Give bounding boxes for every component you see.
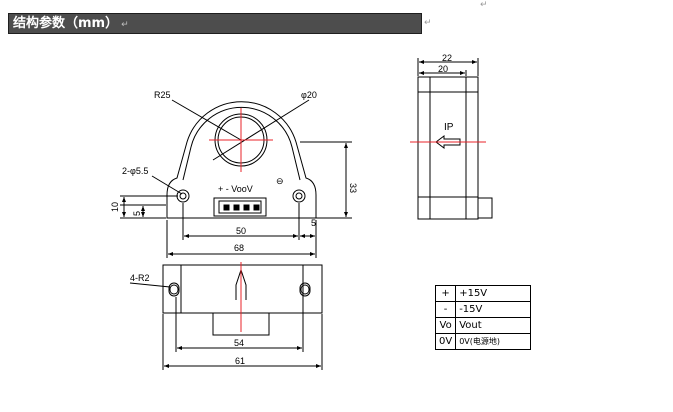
outer-radius-label: R25 <box>154 90 171 100</box>
pin-symbol: 0V <box>434 333 457 350</box>
slot-label: 4-R2 <box>130 273 150 283</box>
side-width-outer: 22 <box>442 53 452 63</box>
dim-slot-spacing: 54 <box>234 338 244 348</box>
dim-hole-spacing: 50 <box>236 226 246 236</box>
pin-symbol: Vo <box>434 317 457 334</box>
paragraph-mark: ↵ <box>424 18 432 28</box>
pin-table: + +15V - -15V Vo Vout 0V 0V(电源地) <box>434 285 532 350</box>
side-width-inner: 20 <box>438 64 448 74</box>
pin-symbol: - <box>434 301 457 318</box>
mount-hole-label: 2-φ5.5 <box>122 166 148 176</box>
pin-function: 0V(电源地) <box>455 333 532 350</box>
ground-symbol: ⊖ <box>276 176 284 186</box>
pin-function: Vout <box>455 317 532 334</box>
table-row: Vo Vout <box>434 317 532 334</box>
table-row: + +15V <box>434 285 532 302</box>
paragraph-mark: ↵ <box>121 20 129 30</box>
dim-width: 68 <box>234 243 244 253</box>
dim-hole-height: 10 <box>110 202 120 212</box>
dim-edge-offset: 5 <box>311 218 316 228</box>
pin-function: +15V <box>455 285 532 302</box>
current-label: IP <box>444 122 454 133</box>
terminal-label: + - VooV <box>218 184 253 194</box>
bottom-view <box>129 264 323 370</box>
dim-bottom-width: 61 <box>235 356 245 366</box>
table-row: 0V 0V(电源地) <box>434 333 532 350</box>
dim-height: 33 <box>348 183 358 193</box>
paragraph-mark: ↵ <box>480 0 488 10</box>
side-view <box>417 58 493 220</box>
pin-function: -15V <box>455 301 532 318</box>
table-row: - -15V <box>434 301 532 318</box>
pin-symbol: + <box>434 285 457 302</box>
dim-base-height: 5 <box>132 211 142 216</box>
hole-diameter-label: φ20 <box>301 90 317 100</box>
section-title: 结构参数（mm） <box>13 16 119 31</box>
section-title-bar: 结构参数（mm）↵ <box>8 13 422 34</box>
